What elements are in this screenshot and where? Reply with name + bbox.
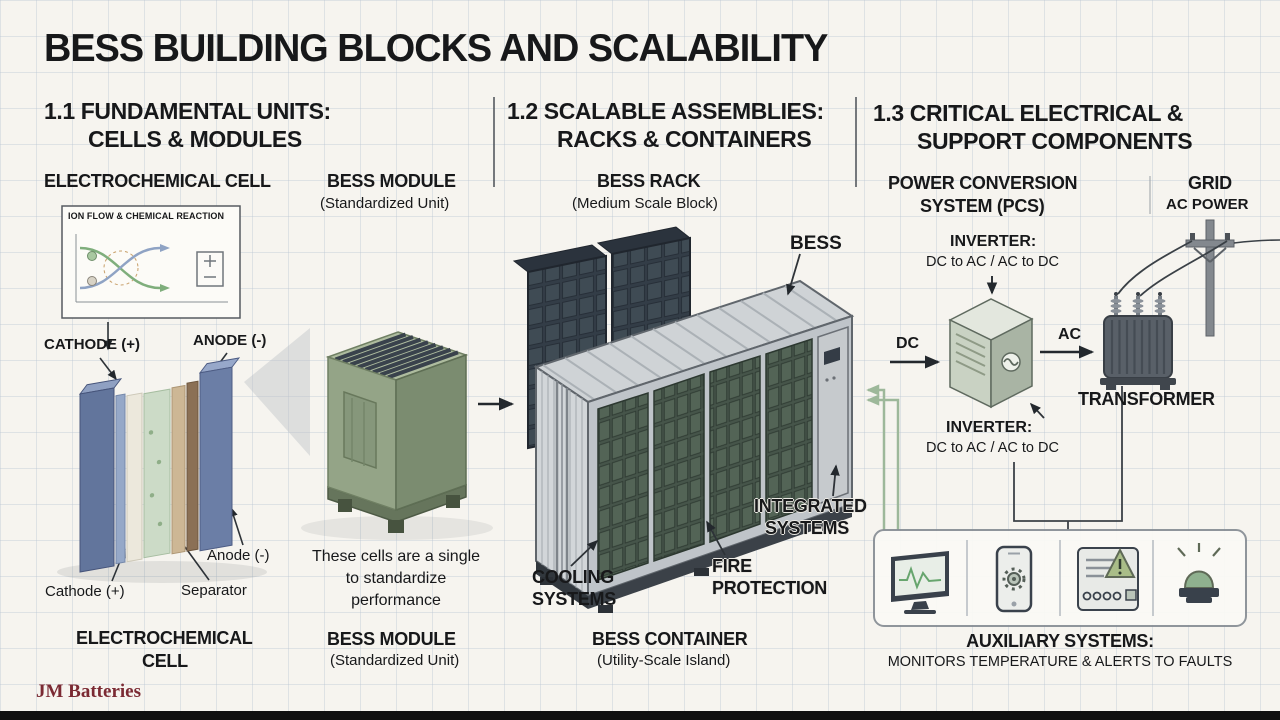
electrochemical-cell-illustration xyxy=(57,357,267,583)
cell-caption-line2: CELL xyxy=(142,651,188,671)
focus-beam xyxy=(244,328,310,456)
dc-label: DC xyxy=(896,335,920,352)
aux-header: AUXILIARY SYSTEMS: xyxy=(966,631,1154,651)
bottom-bar xyxy=(0,711,1280,720)
container-leader-lines xyxy=(570,253,840,567)
inverter-top-label: INVERTER: xyxy=(950,233,1037,250)
grid-header: GRID xyxy=(1188,173,1232,193)
integrated-label-line2: SYSTEMS xyxy=(765,518,849,538)
pcs-header-line1: POWER CONVERSION xyxy=(888,173,1078,193)
power-pole-illustration xyxy=(1117,219,1280,337)
inverter-bottom-leader xyxy=(1029,402,1045,419)
anode-bottom-label: Anode (-) xyxy=(207,547,270,564)
section-dividers xyxy=(493,97,1151,214)
aux-sub: MONITORS TEMPERATURE & ALERTS TO FAULTS xyxy=(887,654,1233,670)
integrated-label-line1: INTEGRATED xyxy=(754,496,867,516)
module-header-sub: (Standardized Unit) xyxy=(320,195,450,212)
monitoring-connectors xyxy=(866,384,1123,530)
container-caption-sub: (Utility-Scale Island) xyxy=(597,652,731,669)
rack-header-sub: (Medium Scale Block) xyxy=(572,195,718,212)
separator-label: Separator xyxy=(181,582,247,599)
transformer-label: TRANSFORMER xyxy=(1078,389,1215,409)
inverter-bottom-label: INVERTER: xyxy=(946,419,1033,436)
grid-header-sub: AC POWER xyxy=(1166,196,1249,213)
smartphone-icon xyxy=(995,545,1033,613)
container-caption: BESS CONTAINER xyxy=(592,629,748,649)
pcs-header-line2: SYSTEM (PCS) xyxy=(920,196,1045,216)
control-panel-icon xyxy=(1077,547,1139,611)
page-title: BESS BUILDING BLOCKS AND SCALABILITY xyxy=(44,27,828,70)
inverter-top-sub: DC to AC / AC to DC xyxy=(926,254,1059,270)
module-header: BESS MODULE xyxy=(327,171,456,191)
section1-heading-line1: 1.1 FUNDAMENTAL UNITS: xyxy=(44,98,331,124)
alarm-beacon-icon xyxy=(1177,543,1221,603)
bess-container-illustration xyxy=(533,279,855,613)
cathode-bottom-label: Cathode (+) xyxy=(45,583,125,600)
auxiliary-systems-panel xyxy=(873,529,1247,627)
cell-header: ELECTROCHEMICAL CELL xyxy=(44,171,271,191)
rack-header: BESS RACK xyxy=(597,171,701,191)
fire-label-line1: FIRE xyxy=(712,556,752,576)
module-note-line2: to standardize xyxy=(345,570,447,587)
inset-title: ION FLOW & CHEMICAL REACTION xyxy=(68,211,225,221)
inverter-illustration xyxy=(948,276,1034,409)
section3-heading-line1: 1.3 CRITICAL ELECTRICAL & xyxy=(873,100,1183,126)
transformer-illustration xyxy=(1100,292,1176,390)
anode-top-label: ANODE (-) xyxy=(193,332,267,349)
ion-flow-inset-diagram xyxy=(61,205,241,319)
ac-label: AC xyxy=(1058,326,1082,343)
bess-module-illustration xyxy=(301,331,493,540)
cooling-label-line1: COOLING xyxy=(532,567,614,587)
brand-watermark: JM Batteries xyxy=(36,681,141,702)
module-note-line1: These cells are a single xyxy=(311,548,481,565)
section1-heading-line2: CELLS & MODULES xyxy=(88,126,302,152)
cooling-label-line2: SYSTEMS xyxy=(532,589,616,609)
module-caption-sub: (Standardized Unit) xyxy=(330,652,460,669)
inverter-bottom-sub: DC to AC / AC to DC xyxy=(926,440,1059,456)
section2-heading-line2: RACKS & CONTAINERS xyxy=(557,126,812,152)
fire-label-line2: PROTECTION xyxy=(712,578,828,598)
section3-heading-line2: SUPPORT COMPONENTS xyxy=(917,128,1193,154)
cell-caption-line1: ELECTROCHEMICAL xyxy=(76,628,253,648)
monitor-icon xyxy=(891,551,949,614)
section2-heading-line1: 1.2 SCALABLE ASSEMBLIES: xyxy=(507,98,824,124)
bess-label: BESS xyxy=(790,233,842,254)
module-note-line3: performance xyxy=(351,592,441,609)
module-caption: BESS MODULE xyxy=(327,629,456,649)
cathode-top-label: CATHODE (+) xyxy=(44,336,140,353)
